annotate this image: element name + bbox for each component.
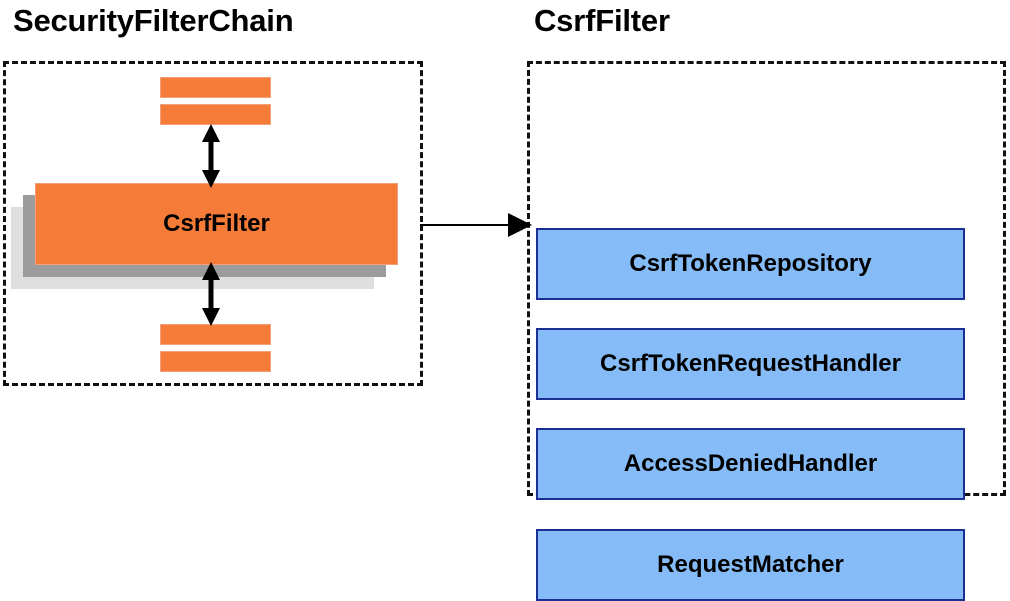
collaborator-box-shadow-near (536, 461, 961, 529)
filter-stub-above-2 (160, 104, 271, 125)
collaborator-box-label: AccessDeniedHandler (623, 450, 878, 477)
collaborator-box-csrftokenrequesthandler[interactable]: CsrfTokenRequestHandler (536, 192, 985, 400)
collaborator-box-face: CsrfTokenRequestHandler (536, 328, 965, 400)
collaborator-box-requestmatcher[interactable]: RequestMatcher (536, 393, 985, 601)
collaborator-box-shadow-far (536, 192, 961, 260)
collaborator-box-label: CsrfTokenRepository (629, 250, 872, 277)
collaborator-box-face: AccessDeniedHandler (536, 428, 965, 500)
collaborator-box-shadow-far (536, 292, 961, 360)
filter-stub-below-1 (160, 324, 271, 345)
collaborator-box-face: CsrfTokenRepository (536, 228, 965, 300)
csrffilter-box-face: CsrfFilter (35, 183, 398, 265)
collaborator-box-label: RequestMatcher (657, 551, 844, 578)
double-arrow-up-down-top-icon (202, 124, 220, 188)
securityfilterchain-panel (3, 61, 423, 386)
collaborator-box-shadow-far (536, 393, 961, 461)
collaborator-box-shadow-far (536, 92, 961, 160)
page-title-securityfilterchain: SecurityFilterChain (13, 3, 294, 38)
filter-stub-below-2 (160, 351, 271, 372)
double-arrow-up-down-bottom-icon (202, 262, 220, 326)
collaborator-box-label: CsrfTokenRequestHandler (600, 350, 901, 377)
diagram-canvas: SecurityFilterChain CsrfFilter CsrfFilte… (3, 3, 1006, 601)
filter-stub-above-1 (160, 77, 271, 98)
csrffilter-box-label: CsrfFilter (163, 210, 270, 237)
csrffilter-box[interactable]: CsrfFilter (11, 183, 398, 289)
page-title-csrffilter: CsrfFilter (534, 3, 670, 38)
collaborator-box-accessdeniedhandler[interactable]: AccessDeniedHandler (536, 292, 985, 500)
collaborator-box-face: RequestMatcher (536, 529, 965, 601)
arrow-right-securityfilterchain-to-csrffilter-icon (420, 213, 532, 237)
collaborator-box-csrftokenrepository[interactable]: CsrfTokenRepository (536, 92, 985, 300)
